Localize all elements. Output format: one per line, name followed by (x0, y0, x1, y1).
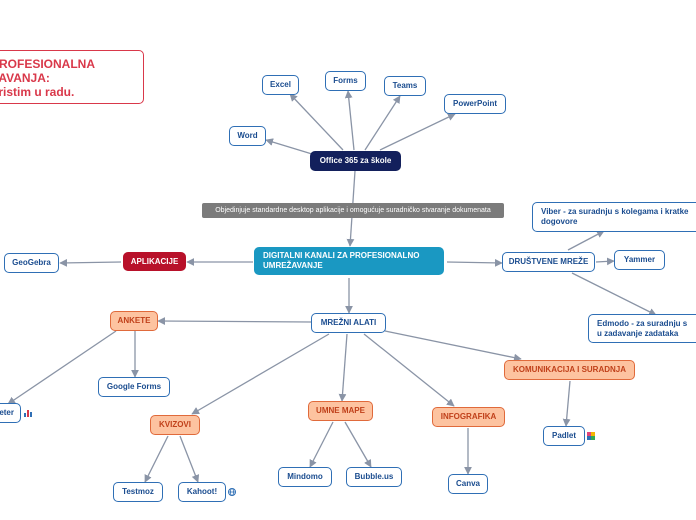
node-infografika-label: INFOGRAFIKA (440, 412, 497, 421)
node-powerpoint[interactable]: PowerPoint (444, 94, 506, 114)
node-excel-label: Excel (270, 80, 291, 89)
node-umne-mape[interactable]: UMNE MAPE (308, 401, 373, 421)
edge-mrezni-umne (338, 333, 348, 402)
node-kvizovi-label: KVIZOVI (158, 420, 191, 429)
node-canva[interactable]: Canva (448, 474, 488, 494)
node-word-label: Word (237, 131, 258, 140)
central-topic-label: DIGITALNI KANALI ZA PROFESIONALNO UMREŽA… (263, 251, 420, 270)
node-mentimeter-label: eter (0, 408, 14, 417)
edge-mrezni-komunikacija (384, 330, 522, 362)
edge-central-drustvene (446, 258, 503, 267)
office365-note-text: Objedinjuje standardne desktop aplikacij… (215, 206, 491, 214)
map-title-box: PROFESIONALNA ŽAVANJA: oristim u radu. (0, 50, 144, 104)
office365-note: Objedinjuje standardne desktop aplikacij… (202, 203, 504, 218)
node-mrezni-alati[interactable]: MREŽNI ALATI (311, 313, 386, 333)
edge-office-powerpoint (379, 113, 456, 151)
bar-chart-icon (24, 410, 32, 417)
edge-mrezni-infografika (363, 333, 455, 407)
node-kahoot[interactable]: Kahoot! (178, 482, 226, 502)
node-testmoz[interactable]: Testmoz (113, 482, 163, 502)
node-aplikacije[interactable]: APLIKACIJE (123, 252, 186, 271)
node-yammer-label: Yammer (623, 255, 656, 264)
node-umne-mape-label: UMNE MAPE (316, 406, 365, 415)
node-forms-label: Forms (333, 76, 358, 85)
node-komunikacija[interactable]: KOMUNIKACIJA I SURADNJA (504, 360, 635, 380)
node-teams[interactable]: Teams (384, 76, 426, 96)
node-aplikacije-label: APLIKACIJE (130, 256, 179, 266)
map-title-line-1: PROFESIONALNA (0, 57, 96, 71)
node-teams-label: Teams (392, 81, 418, 90)
node-drustvene-mreze-label: DRUŠTVENE MREŽE (508, 257, 589, 266)
node-mrezni-alati-label: MREŽNI ALATI (320, 318, 377, 327)
edge-umne-bubble (344, 421, 372, 468)
edge-aplikacije-geogebra (59, 258, 122, 267)
node-forms[interactable]: Forms (325, 71, 366, 91)
edge-office-word (265, 138, 313, 155)
node-word[interactable]: Word (229, 126, 266, 146)
node-drustvene-mreze[interactable]: DRUŠTVENE MREŽE (502, 252, 595, 272)
node-padlet[interactable]: Padlet (543, 426, 585, 446)
node-mindomo[interactable]: Mindomo (278, 467, 332, 487)
node-mentimeter[interactable]: eter (0, 403, 21, 423)
node-powerpoint-label: PowerPoint (452, 99, 497, 108)
edge-komunikacija-padlet (562, 380, 571, 427)
map-title-line-3: oristim u radu. (0, 85, 75, 99)
edge-umne-mindomo (309, 421, 334, 468)
node-geogebra[interactable]: GeoGebra (4, 253, 59, 273)
edge-drustvene-viber (567, 230, 605, 251)
edge-mrezni-kvizovi (191, 333, 330, 415)
node-edmodo[interactable]: Edmodo - za suradnju s u zadavanje zadat… (588, 314, 696, 343)
node-infografika[interactable]: INFOGRAFIKA (432, 407, 505, 427)
node-excel[interactable]: Excel (262, 75, 299, 95)
central-topic[interactable]: DIGITALNI KANALI ZA PROFESIONALNO UMREŽA… (254, 247, 444, 275)
edge-office-excel (289, 93, 344, 151)
edge-ankete-mentimeter (7, 330, 117, 405)
node-komunikacija-label: KOMUNIKACIJA I SURADNJA (512, 365, 627, 374)
node-bubbleus-label: Bubble.us (354, 472, 394, 481)
node-office365-label: Office 365 za škole (319, 156, 392, 165)
node-geogebra-label: GeoGebra (12, 258, 51, 267)
colorful-grid-icon (587, 432, 595, 440)
node-kahoot-label: Kahoot! (186, 487, 218, 496)
map-title-line-2: ŽAVANJA: (0, 71, 50, 85)
edge-office-teams (364, 95, 401, 151)
node-ankete[interactable]: ANKETE (110, 311, 158, 331)
edge-drustvene-edmodo (571, 272, 657, 316)
node-edmodo-label: Edmodo - za suradnju s u zadavanje zadat… (597, 318, 688, 338)
globe-icon (228, 488, 236, 496)
node-bubbleus[interactable]: Bubble.us (346, 467, 402, 487)
edge-office-forms (344, 90, 355, 151)
node-google-forms[interactable]: Google Forms (98, 377, 170, 397)
node-kvizovi[interactable]: KVIZOVI (150, 415, 200, 435)
node-viber-label: Viber - za suradnju s kolegama i kratke … (541, 207, 689, 226)
node-viber[interactable]: Viber - za suradnju s kolegama i kratke … (532, 202, 696, 232)
node-yammer[interactable]: Yammer (614, 250, 665, 270)
node-mindomo-label: Mindomo (287, 472, 323, 481)
node-google-forms-label: Google Forms (106, 382, 162, 391)
edge-kvizovi-kahoot (179, 435, 200, 483)
edge-mrezni-ankete (157, 317, 312, 325)
edge-kvizovi-testmoz (144, 435, 169, 483)
node-ankete-label: ANKETE (117, 316, 151, 325)
node-office365[interactable]: Office 365 za škole (310, 151, 401, 171)
node-canva-label: Canva (455, 479, 480, 488)
node-testmoz-label: Testmoz (122, 487, 154, 496)
edge-drustvene-yammer (595, 257, 615, 266)
node-padlet-label: Padlet (551, 431, 576, 440)
